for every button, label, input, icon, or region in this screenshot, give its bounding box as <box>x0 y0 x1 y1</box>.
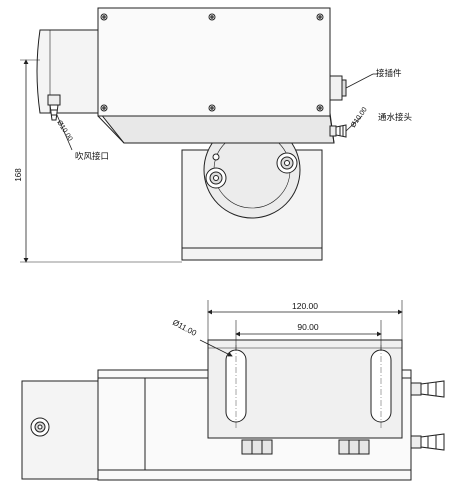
plan-bolt-left <box>241 439 273 455</box>
plan-water-fitting-top <box>410 380 445 398</box>
water-joint-label: 通水接头 <box>378 112 413 122</box>
overall-width-label: 120.00 <box>292 301 318 311</box>
overall-height-label: 168 <box>14 168 23 182</box>
housing-screw <box>100 13 324 112</box>
side-elevation-view <box>20 7 378 263</box>
slot-dia-label: Ø11.00 <box>171 318 198 338</box>
slot-spacing-label: 90.00 <box>297 322 319 332</box>
plan-view <box>21 300 445 481</box>
water-joint-dia-label: Ø10.00 <box>350 106 369 129</box>
disk-bolt-left <box>205 167 227 189</box>
air-port-label: 吹风接口 <box>75 151 109 161</box>
main-housing <box>97 7 331 117</box>
plan-bolt-right <box>338 439 370 455</box>
disk-bolt-right <box>276 152 298 174</box>
rear-housing <box>36 29 101 114</box>
plan-water-fitting-bottom <box>410 433 445 451</box>
air-port-fitting <box>47 94 61 121</box>
air-port-dia-label: Ø10.00 <box>55 119 73 142</box>
connector-label: 接插件 <box>376 68 402 78</box>
connector-plug <box>329 75 343 101</box>
water-joint-fitting <box>329 124 347 138</box>
housing-side-face <box>98 112 335 144</box>
plan-air-port <box>30 417 50 437</box>
